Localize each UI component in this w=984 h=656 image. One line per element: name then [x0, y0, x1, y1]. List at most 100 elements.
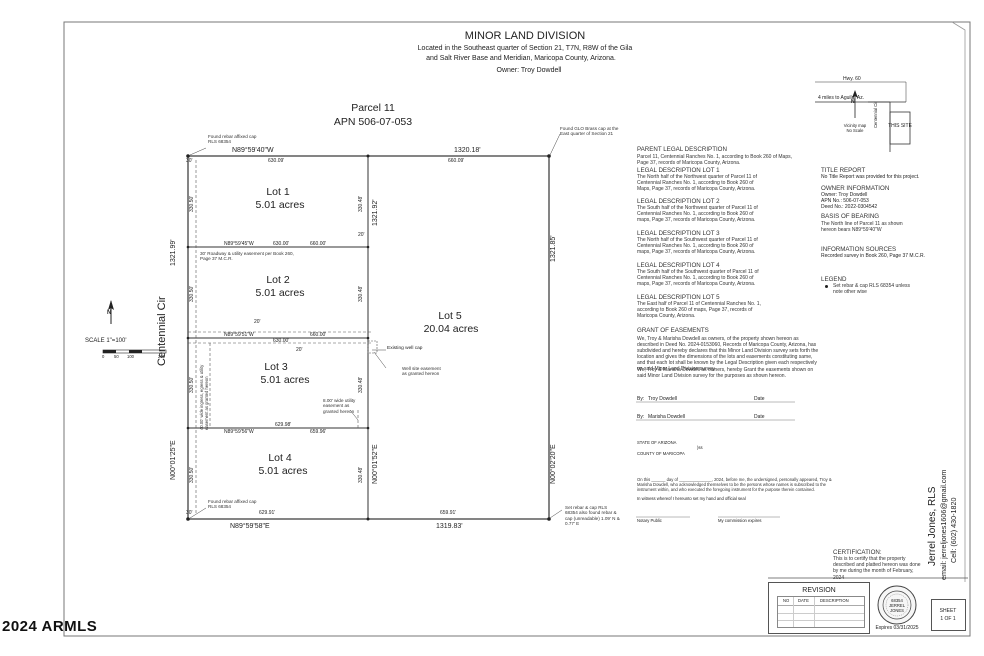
- lot2-legal-text: The South half of the Northwest quarter …: [637, 205, 758, 224]
- dim-lot2-side: 330.50': [189, 285, 195, 302]
- revision-box: REVISION NO DATE DESCRIPTION: [768, 582, 870, 634]
- basis-heading: BASIS OF BEARING: [821, 213, 880, 220]
- notary-public-label: Notary Public: [637, 518, 662, 523]
- ss-label: )ss: [697, 445, 703, 450]
- owner-line-1: Owner: Troy Dowdell: [821, 192, 868, 198]
- note-rebar-sw: Found rebar affixed cap RLS 68354: [208, 499, 257, 510]
- east-distance: 1321.85': [550, 235, 557, 262]
- south-bearing: N89°59'58"E: [230, 523, 270, 530]
- line1-bearing: N89°59'45"W: [224, 241, 254, 247]
- owner-line: Owner: Troy Dowdell: [496, 67, 562, 74]
- dim-line3-a: 629.98': [275, 422, 292, 428]
- vicinity-caption1: Vicinity map: [843, 123, 867, 128]
- note-set-rebar: Set rebar & cap RLS 68354 also found reb…: [565, 505, 620, 527]
- owner-line-2: APN No.: 506-07-053: [821, 198, 869, 204]
- grant-text-1: We, Troy & Marisha Dowdell as owners, of…: [637, 336, 819, 373]
- dim-line3-b: 659.96': [310, 429, 327, 435]
- lot1-legal-text: The North half of the Northwest quarter …: [637, 174, 757, 193]
- dim-20-mid: 20': [254, 319, 261, 325]
- sign-date-2: Date: [754, 414, 765, 420]
- seal-name-1: JERREL: [888, 603, 906, 608]
- lot4-legal-text: The South half of the Southwest quarter …: [637, 269, 759, 288]
- surveyor-email: email: jerreljones1606@gmail.com: [939, 469, 948, 580]
- dim-lot1-east: 330.48': [358, 195, 364, 212]
- dim-lot1-top: 630.09': [268, 158, 285, 164]
- owner-heading: OWNER INFORMATION: [821, 185, 890, 192]
- grant-text-2: We, Troy & Marisha Dowdell as owners, he…: [637, 367, 814, 380]
- dim-30-top: 30': [186, 158, 193, 164]
- lot5-name: Lot 5: [438, 310, 462, 322]
- dim-lot3-east: 330.48': [358, 376, 364, 393]
- info-heading: INFORMATION SOURCES: [821, 246, 897, 253]
- commission-label: My commission expires: [718, 518, 762, 523]
- sheet-value: 1 OF 1: [940, 616, 956, 622]
- sign-name-2: Marisha Dowdell: [648, 414, 685, 420]
- scale-tick-100: 100: [127, 354, 134, 359]
- west-bearing: N00°01'25"E: [170, 440, 177, 480]
- north-bearing: N89°59'40"W: [232, 147, 274, 154]
- lot3-area: 5.01 acres: [260, 374, 310, 386]
- parent-text: Parcel 11, Centennial Ranches No. 1, acc…: [637, 154, 792, 167]
- sheet-box: SHEET 1 OF 1: [931, 599, 966, 631]
- parcel-name: Parcel 11: [351, 102, 395, 114]
- legend-heading: LEGEND: [821, 276, 847, 283]
- dim-line2-b: 660.00': [310, 332, 327, 338]
- lot4-legal-heading: LEGAL DESCRIPTION LOT 4: [637, 262, 720, 269]
- scale-tick-200: 200: [158, 354, 165, 359]
- dim-lot5-top: 660.09': [448, 158, 465, 164]
- certification-heading: CERTIFICATION:: [833, 549, 882, 556]
- revision-col-no: NO: [783, 598, 790, 603]
- parcel-apn: APN 506-07-053: [333, 116, 413, 128]
- east-bearing: N00°02'20"E: [550, 444, 557, 484]
- dim-20-low: 20': [296, 347, 303, 353]
- seal-name-2: JONES: [890, 608, 904, 613]
- lot1-name: Lot 1: [266, 186, 290, 198]
- notary-text: On this ______ day of ______________, 20…: [637, 477, 832, 492]
- revision-heading: REVISION: [802, 587, 836, 594]
- surveyor-name: Jerrel Jones, RLS: [927, 486, 938, 566]
- certification-text: This is to certify that the property des…: [833, 556, 921, 581]
- owner-line-3: Deed No.: 2022-0304542: [821, 204, 878, 210]
- vicinity-hwy: Hwy. 60: [843, 76, 861, 82]
- line3-bearing: N89°59'56"W: [224, 429, 254, 435]
- vicinity-road: Centennial Cir: [873, 101, 878, 128]
- revision-col-desc: DESCRIPTION: [820, 598, 849, 603]
- revision-col-date: DATE: [798, 598, 809, 603]
- lot4-name: Lot 4: [268, 452, 292, 464]
- note-ingress: 40.00' wide ingress, egress & utility ea…: [199, 364, 209, 430]
- lot2-area: 5.01 acres: [255, 287, 305, 299]
- dim-lot4-side: 330.50': [189, 466, 195, 483]
- mid-bearing: N00°01'52"E: [372, 444, 379, 484]
- dim-lot4-east: 330.48': [358, 466, 364, 483]
- scale-tick-0: 0: [102, 354, 105, 359]
- lot3-name: Lot 3: [264, 361, 288, 373]
- dim-lot1-side: 330.50': [189, 195, 195, 212]
- vicinity-site: THIS SITE: [888, 123, 912, 129]
- north-distance: 1320.18': [454, 147, 481, 154]
- west-distance: 1321.99': [170, 239, 177, 266]
- lot3-legal-text: The North half of the Southwest quarter …: [637, 237, 758, 256]
- lot5-area: 20.04 acres: [423, 323, 479, 335]
- lot1-area: 5.01 acres: [255, 199, 305, 211]
- dim-lot2-east: 330.48': [358, 285, 364, 302]
- note-well-site: Well site easement as granted hereon: [402, 366, 441, 377]
- sign-by-2: By:: [637, 414, 645, 420]
- county-label: COUNTY OF MARICOPA: [637, 451, 685, 456]
- dim-line2-a: 630.00': [273, 338, 290, 344]
- subtitle-line2: and Salt River Base and Meridian, Marico…: [426, 55, 616, 62]
- lot5-legal-heading: LEGAL DESCRIPTION LOT 5: [637, 294, 720, 301]
- witness-text: In witness whereof I hereunto set my han…: [637, 496, 746, 501]
- watermark: 2024 ARMLS: [2, 618, 98, 635]
- title-report-heading: TITLE REPORT: [821, 167, 866, 174]
- page-title: MINOR LAND DIVISION: [464, 30, 586, 42]
- mid-distance: 1321.92': [372, 199, 379, 226]
- state-label: STATE OF ARIZONA: [637, 440, 677, 445]
- note-utility-8: 8.00' wide utility easement as granted h…: [323, 398, 356, 414]
- sign-name-1: Troy Dowdell: [648, 396, 677, 402]
- line2-bearing: N89°59'51"W: [224, 332, 254, 338]
- south-distance: 1319.83': [436, 523, 463, 530]
- lot4-area: 5.01 acres: [258, 465, 308, 477]
- dim-lot3-side: 330.50': [189, 376, 195, 393]
- dim-line1-a: 630.00': [273, 241, 290, 247]
- scale-label: SCALE 1"=100': [85, 338, 127, 344]
